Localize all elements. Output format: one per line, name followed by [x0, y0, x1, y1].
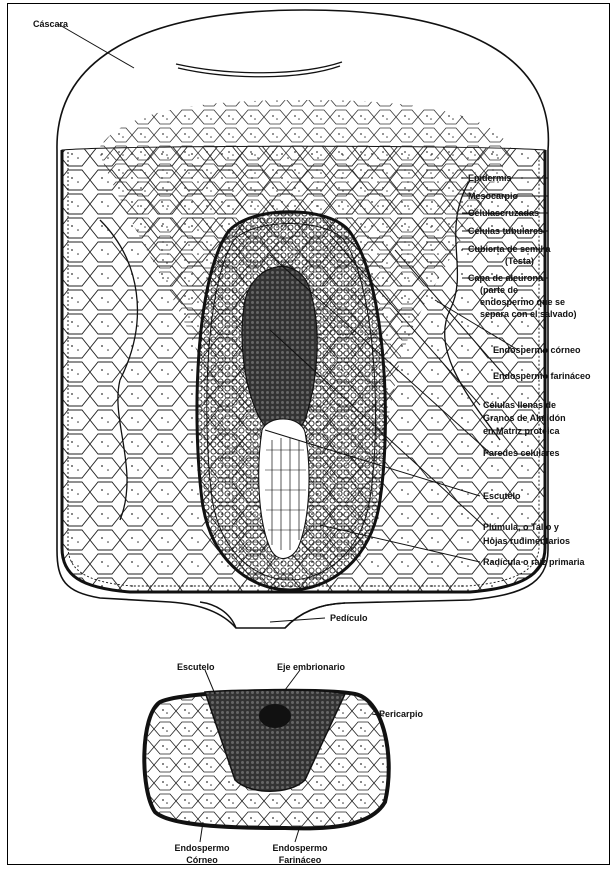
label-testa: (Testa): [505, 256, 534, 267]
label-parte-de: (parte de: [480, 285, 518, 296]
label-granos-almidon: Granos de Almidón: [483, 413, 566, 424]
label-plumula: Plúmula, o Tallo y: [483, 522, 559, 533]
label-pediculo: Pedículo: [330, 613, 368, 624]
label-celulas-tubulares: Células tubulares: [468, 226, 543, 237]
label-hojas: Hojas rudimentarios: [483, 536, 570, 547]
label-epidermis: Epidermis: [468, 173, 512, 184]
cross-section: [144, 670, 388, 842]
label-cs-endo-farin-2: Farináceo: [270, 855, 330, 866]
label-paredes-celulares: Paredes celulares: [483, 448, 560, 459]
label-cs-endo-farin-1: Endospermo: [270, 843, 330, 854]
label-endospermo-farinaceo: Endospermo farináceo: [493, 371, 591, 382]
label-celulas-cruzadas: Célulascruzadas: [468, 208, 539, 219]
label-escutelo: Escutelo: [483, 491, 521, 502]
label-radicula: Radícula o raíz primaria: [483, 557, 585, 568]
label-cascara: Cáscara: [33, 19, 68, 30]
label-cs-endo-corneo-2: Córneo: [172, 855, 232, 866]
label-celulas-llenas: Células llenas de: [483, 400, 556, 411]
label-cs-pericarpio: Pericarpio: [379, 709, 423, 720]
label-endospermo-corneo: Endospermo córneo: [493, 345, 581, 356]
label-mesocarpio: Mesocarpio: [468, 191, 518, 202]
label-cs-endo-corneo-1: Endospermo: [172, 843, 232, 854]
label-matriz-proteica: en Matriz proteica: [483, 426, 560, 437]
label-cs-escutelo: Escutelo: [177, 662, 215, 673]
label-separa-salvado: separa con el salvado): [480, 309, 577, 320]
label-cs-eje-embrionario: Eje embrionario: [277, 662, 345, 673]
label-endospermo-que-se: endospermo que se: [480, 297, 565, 308]
label-capa-aleurona: Capa de aleurona: [468, 273, 543, 284]
label-cubierta-semilla: Cubierta de semilla: [468, 244, 551, 255]
